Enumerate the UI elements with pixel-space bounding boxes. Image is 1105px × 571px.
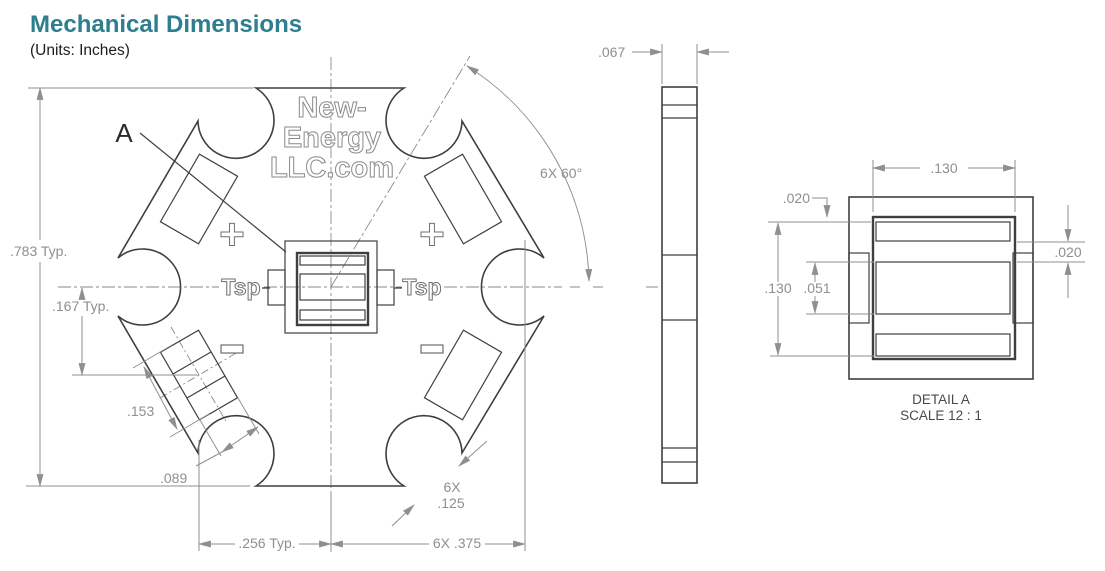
detail-strip-bottom (875, 333, 1011, 357)
center-pad-strip-bottom (299, 309, 366, 321)
dim-pad-offset-y: .167 Typ. (52, 298, 109, 314)
dim-thickness: .067 (598, 44, 625, 60)
units-note: (Units: Inches) (30, 42, 130, 59)
center-pad-strip-top (299, 255, 366, 266)
dim-pad-width: .089 (160, 470, 187, 486)
polarity-marks: + + (219, 210, 445, 354)
board-logo: New- Energy LLC.com (269, 92, 394, 185)
dim-overall-height: .783 Typ. (10, 243, 67, 259)
tsp-tab-right (376, 269, 395, 306)
detail-tab-left (848, 252, 870, 324)
tsp-tab-left (267, 269, 286, 306)
dim-pad-offset-x: .256 Typ. (238, 535, 295, 551)
detail-strip-top (875, 221, 1011, 242)
detail-pad-middle (875, 261, 1011, 315)
pad-divider-lines (172, 351, 226, 399)
dim-notch-size: .125 (437, 495, 464, 511)
dim-bolt-circle: 6X .375 (433, 535, 481, 551)
detail-tab-right (1012, 252, 1034, 324)
detail-dim-center-pad-height: .051 (803, 280, 830, 296)
dim-angle: 6X 60° (540, 165, 582, 181)
dimension-lines (26, 44, 729, 551)
pad-lower-right (423, 329, 503, 421)
plus-mark-left: + (219, 210, 245, 259)
detail-a-leader (139, 132, 287, 253)
center-pad-middle (299, 273, 366, 301)
minus-mark-left (220, 344, 244, 354)
plus-mark-right: + (419, 210, 445, 259)
leader-lines (139, 132, 402, 289)
detail-inner-rect (871, 215, 1017, 361)
center-pad-inner (295, 251, 370, 327)
pad-lower-left (159, 329, 239, 421)
minus-mark-right (420, 344, 444, 354)
detail-a-scale: SCALE 12 : 1 (900, 408, 982, 423)
side-view (661, 86, 698, 484)
tsp-label-left: Tsp (221, 274, 260, 300)
detail-a-ref-label: A (115, 118, 133, 148)
pad-upper-left (159, 153, 239, 245)
page-title: Mechanical Dimensions (30, 11, 302, 38)
detail-a-dimensions (768, 160, 1085, 357)
dim-pad-length: .153 (127, 403, 154, 419)
logo-line-1: New- (297, 92, 366, 124)
detail-a-view (848, 196, 1034, 380)
logo-line-2: Energy (283, 122, 381, 154)
detail-dim-gap-top: .020 (783, 190, 810, 206)
detail-dim-gap-right: .020 (1054, 244, 1081, 260)
dimension-labels: A .783 Typ. .167 Typ. .153 .089 .256 Typ… (10, 44, 625, 551)
detail-dim-width: .130 (930, 160, 957, 176)
detail-a-labels: .130 .020 .130 .051 .020 DETAIL A SCALE … (764, 160, 1081, 423)
logo-line-3: LLC.com (270, 152, 394, 184)
detail-a-title: DETAIL A (912, 392, 970, 407)
tsp-label-right: Tsp (402, 274, 441, 300)
detail-dim-pads-height: .130 (764, 280, 791, 296)
dim-notch-count: 6X (443, 479, 461, 495)
